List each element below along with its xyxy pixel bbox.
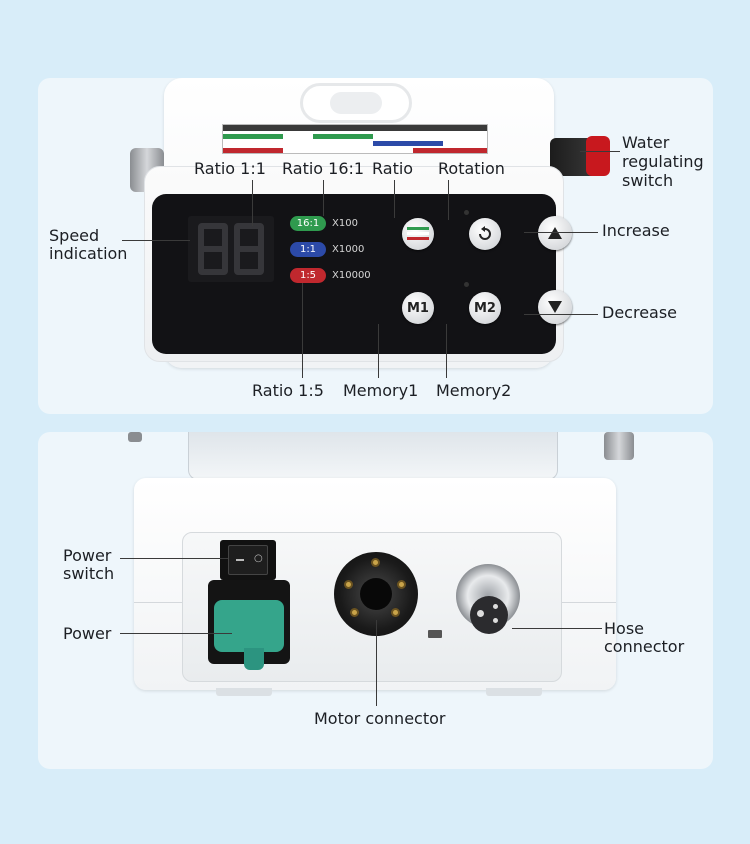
motor-pin-3 xyxy=(397,580,406,589)
label-increase: Increase xyxy=(602,221,670,240)
label-memory2: Memory2 xyxy=(436,381,512,400)
power-switch[interactable]: ○ xyxy=(228,545,268,575)
leader-memory1 xyxy=(378,324,379,378)
water-knob-red-tip xyxy=(586,136,610,176)
leader-motor xyxy=(376,620,377,706)
decrease-button[interactable] xyxy=(538,290,572,324)
motor-pin-5 xyxy=(391,608,400,617)
motor-pin-1 xyxy=(371,558,380,567)
pill-1-1: 1:1 xyxy=(290,242,326,257)
label-power-switch-1: Power xyxy=(63,546,112,565)
leader-memory2 xyxy=(446,324,447,378)
label-memory1: Memory1 xyxy=(343,381,419,400)
label-decrease: Decrease xyxy=(602,303,678,322)
switch-off-mark xyxy=(236,559,244,561)
power-plug[interactable] xyxy=(214,600,284,652)
multiplier-x1000: X1000 xyxy=(332,244,365,255)
label-ratio: Ratio xyxy=(372,159,414,178)
switch-on-mark: ○ xyxy=(254,553,263,564)
hose-pin-1 xyxy=(477,610,484,617)
side-connector-stub xyxy=(128,432,142,442)
motor-pin-2 xyxy=(344,580,353,589)
label-water-3: switch xyxy=(622,171,674,190)
top-handle-hole xyxy=(330,92,382,114)
motor-connector-center xyxy=(360,578,392,610)
pill-1-5: 1:5 xyxy=(290,268,326,283)
speed-display xyxy=(188,216,274,282)
leader-water xyxy=(580,151,620,152)
hose-pin-3 xyxy=(493,618,498,623)
leader-rotation xyxy=(448,180,449,220)
pill-16-1: 16:1 xyxy=(290,216,326,231)
sticker-red-row xyxy=(223,148,283,153)
leader-ratio xyxy=(394,180,395,218)
label-rotation: Rotation xyxy=(438,159,505,178)
memory2-button-label: M2 xyxy=(474,300,496,316)
spec-sticker xyxy=(222,124,488,154)
label-power-switch-2: switch xyxy=(63,564,115,583)
label-water-2: regulating xyxy=(622,152,704,171)
leader-hose xyxy=(512,628,602,629)
label-speed-2: indication xyxy=(49,244,128,263)
motor-pin-4 xyxy=(350,608,359,617)
hose-pin-2 xyxy=(493,604,498,609)
foot-right xyxy=(486,688,542,696)
leader-power-switch xyxy=(120,558,228,559)
sticker-blue-row xyxy=(373,141,443,146)
increase-button[interactable] xyxy=(538,216,572,250)
rear-panel-view: ○ Power switch Power Hose connector Moto… xyxy=(38,432,713,769)
label-ratio-1-1: Ratio 1:1 xyxy=(194,159,266,178)
water-reservoir xyxy=(188,432,558,480)
multiplier-x100: X100 xyxy=(332,218,358,229)
label-water-1: Water xyxy=(622,133,670,152)
rotate-icon xyxy=(479,226,491,240)
hose-connector-face xyxy=(470,596,508,634)
leader-increase xyxy=(524,232,598,233)
sticker-green-row-2 xyxy=(313,134,373,139)
multiplier-x10000: X10000 xyxy=(332,270,371,281)
label-power: Power xyxy=(63,624,112,643)
control-panel-view: 16:1 X100 1:1 X1000 1:5 X10000 M1 xyxy=(38,78,713,414)
indicator-led-mid xyxy=(464,282,469,287)
memory2-button[interactable]: M2 xyxy=(469,292,501,324)
leader-ratio-1-5 xyxy=(302,283,303,378)
sticker-header xyxy=(223,125,487,131)
label-hose-1: Hose xyxy=(604,619,644,638)
ratio-button-stripes xyxy=(407,227,429,241)
side-connector-right xyxy=(604,432,634,460)
power-plug-latch xyxy=(244,648,264,670)
memory1-button[interactable]: M1 xyxy=(402,292,434,324)
memory1-button-label: M1 xyxy=(407,300,429,316)
display-digit-1 xyxy=(198,223,228,275)
sticker-green-row xyxy=(223,134,283,139)
ratio-button[interactable] xyxy=(402,218,434,250)
label-ratio-16-1: Ratio 16:1 xyxy=(282,159,365,178)
leader-power xyxy=(120,633,232,634)
rotation-button[interactable] xyxy=(469,218,501,250)
vent-slot xyxy=(428,630,442,638)
leader-decrease xyxy=(524,314,598,315)
triangle-up-icon xyxy=(548,227,562,239)
sticker-red-row-2 xyxy=(413,148,487,153)
leader-ratio-16-1 xyxy=(323,180,324,216)
control-panel: 16:1 X100 1:1 X1000 1:5 X10000 M1 xyxy=(152,194,572,354)
display-digit-2 xyxy=(234,223,264,275)
indicator-led-top xyxy=(464,210,469,215)
foot-left xyxy=(216,688,272,696)
triangle-down-icon xyxy=(548,301,562,313)
label-hose-2: connector xyxy=(604,637,685,656)
label-ratio-1-5: Ratio 1:5 xyxy=(252,381,324,400)
label-motor-connector: Motor connector xyxy=(314,709,446,728)
leader-speed xyxy=(122,240,190,241)
label-speed-1: Speed xyxy=(49,226,100,245)
leader-ratio-1-1 xyxy=(252,180,253,226)
